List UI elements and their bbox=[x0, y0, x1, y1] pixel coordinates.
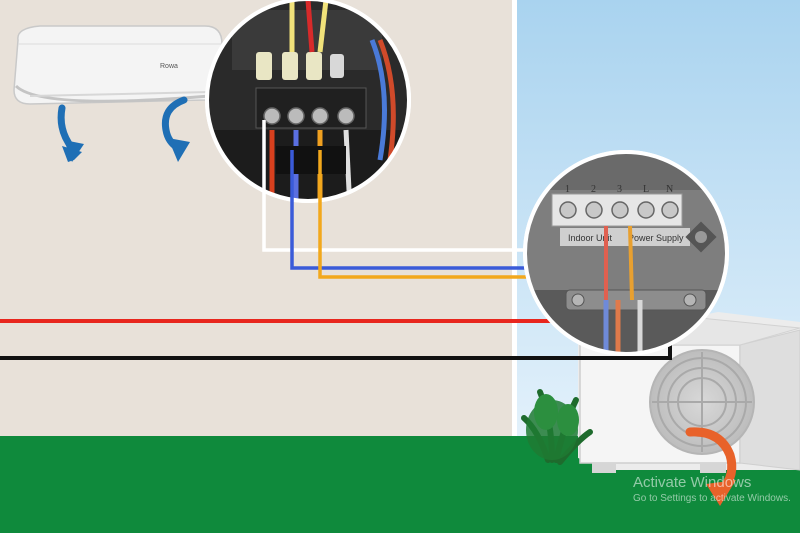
terminal-number-N: N bbox=[666, 184, 673, 195]
airflow-arrow-left-icon bbox=[57, 104, 84, 162]
terminal-number-3: 3 bbox=[617, 184, 622, 195]
terminal-number-2: 2 bbox=[591, 184, 596, 195]
watermark-subtitle: Go to Settings to activate Windows. bbox=[633, 493, 791, 504]
outdoor-terminal-closeup: Indoor Unit Power Supply 1 2 3 L N bbox=[523, 150, 729, 356]
terminal-number-1: 1 bbox=[565, 184, 570, 195]
airflow-arrow-right-icon bbox=[161, 96, 190, 162]
condenser-fan-icon bbox=[649, 349, 755, 455]
indoor-ac-unit: Rowa bbox=[13, 25, 223, 105]
label-power-supply: Power Supply bbox=[628, 233, 684, 243]
bush-icon bbox=[521, 389, 593, 465]
terminal-number-L: L bbox=[643, 184, 649, 195]
indoor-unit-brand: Rowa bbox=[160, 63, 178, 70]
label-indoor-unit: Indoor Unit bbox=[568, 233, 613, 243]
wall-edge bbox=[512, 0, 517, 440]
exhaust-arrow-icon bbox=[685, 427, 737, 506]
outdoor-condenser-unit bbox=[578, 312, 800, 473]
terminal-numbers: 1 2 3 L N bbox=[565, 184, 673, 195]
watermark-title: Activate Windows bbox=[633, 474, 752, 491]
indoor-terminal-closeup bbox=[205, 0, 411, 203]
